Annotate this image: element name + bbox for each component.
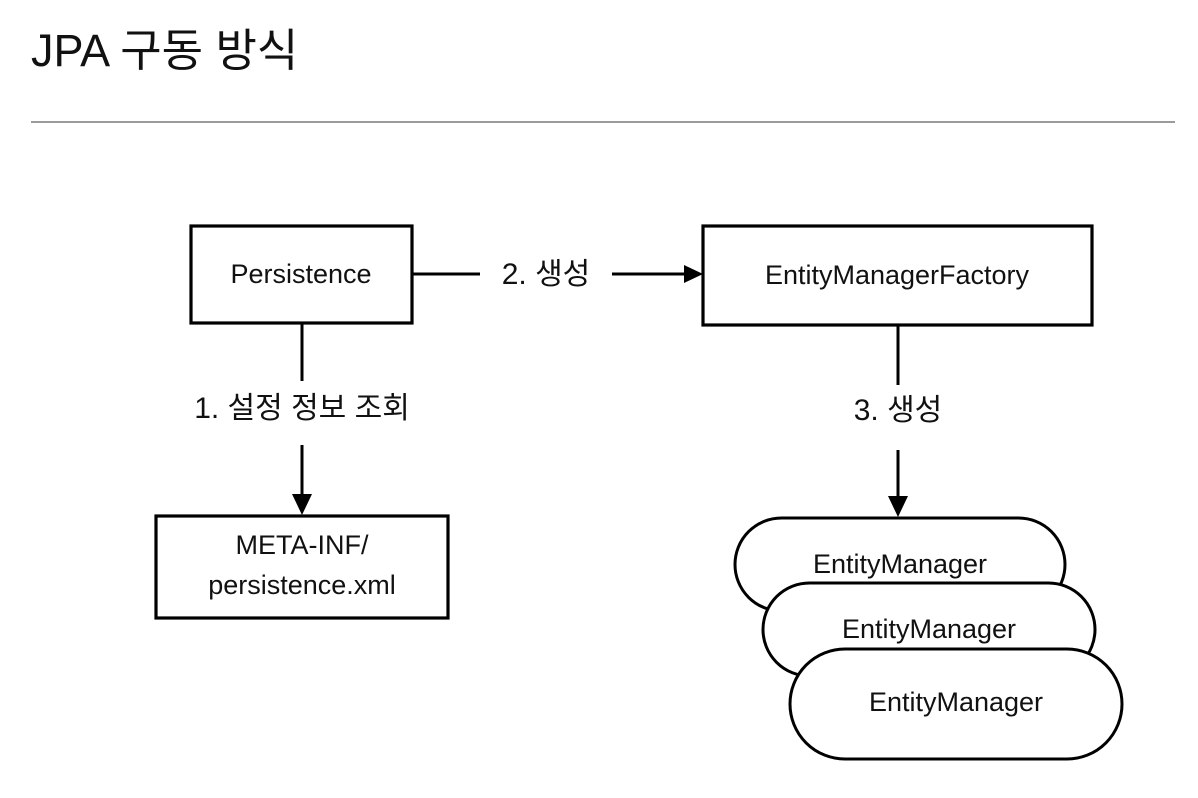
edge-2-arrowhead xyxy=(684,265,703,283)
jpa-flow-diagram: 2. 생성 1. 설정 정보 조회 3. 생성 Persistence xyxy=(154,224,1124,761)
page-title: JPA 구동 방식 xyxy=(31,25,299,76)
edge-1-arrowhead xyxy=(292,494,312,515)
diagram-container: 2. 생성 1. 설정 정보 조회 3. 생성 Persistence xyxy=(0,140,1198,798)
edge-3-label: 3. 생성 xyxy=(854,394,943,427)
edge-3-create-em: 3. 생성 xyxy=(854,325,943,517)
node-persistence-xml-label-line1: META-INF/ xyxy=(236,530,369,560)
node-persistence-xml-label-line2: persistence.xml xyxy=(208,570,396,600)
node-entity-manager-factory[interactable]: EntityManagerFactory xyxy=(701,224,1094,327)
edge-2-label: 2. 생성 xyxy=(502,258,591,291)
edge-2-create-emf: 2. 생성 xyxy=(412,258,703,291)
node-entity-manager-factory-shape xyxy=(701,224,1094,327)
edge-1-label: 1. 설정 정보 조회 xyxy=(194,392,410,425)
node-entity-manager-3-label: EntityManager xyxy=(869,687,1043,717)
node-persistence-label: Persistence xyxy=(230,259,371,289)
node-entity-manager-2-label: EntityManager xyxy=(842,614,1016,644)
node-persistence-shape xyxy=(189,224,414,325)
node-persistence[interactable]: Persistence xyxy=(189,224,414,325)
node-persistence-xml[interactable]: META-INF/ persistence.xml xyxy=(154,514,450,620)
edge-1-read-config: 1. 설정 정보 조회 xyxy=(194,323,410,515)
node-entity-manager-3-shape xyxy=(788,647,1124,761)
title-divider xyxy=(31,121,1175,123)
edge-3-arrowhead xyxy=(888,496,908,517)
node-persistence-xml-shape xyxy=(154,514,450,620)
node-entity-manager-factory-label: EntityManagerFactory xyxy=(765,260,1030,290)
node-entity-manager-1-label: EntityManager xyxy=(813,549,987,579)
node-entity-manager-3[interactable]: EntityManager xyxy=(788,647,1124,761)
